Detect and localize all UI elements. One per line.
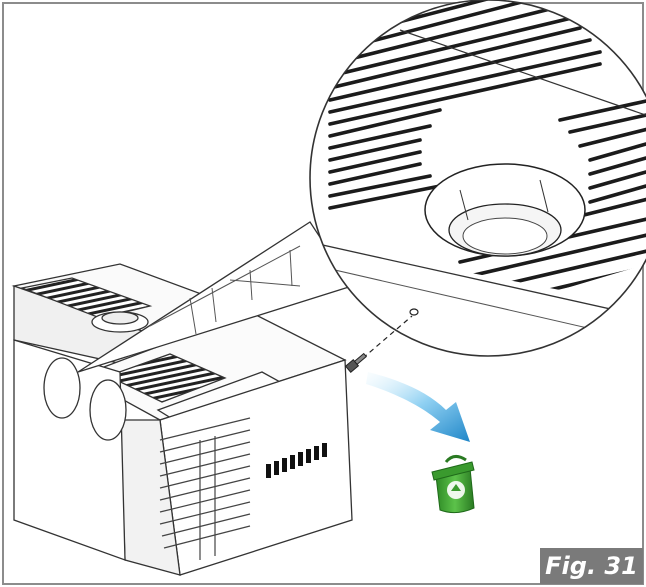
- recycle-bin-icon: [431, 455, 475, 514]
- rear-outlet-right: [89, 379, 127, 441]
- zoom-circle-border: [309, 0, 646, 357]
- front-vent-slots: [266, 443, 327, 478]
- zoom-detail: [310, 0, 646, 356]
- rear-outlet-left: [43, 357, 81, 419]
- figure-label: Fig. 31: [540, 548, 643, 584]
- screw-icon: [344, 352, 368, 373]
- side-slats: [159, 417, 251, 560]
- direction-arrow-icon: [366, 372, 470, 442]
- callout-interior: [149, 245, 301, 335]
